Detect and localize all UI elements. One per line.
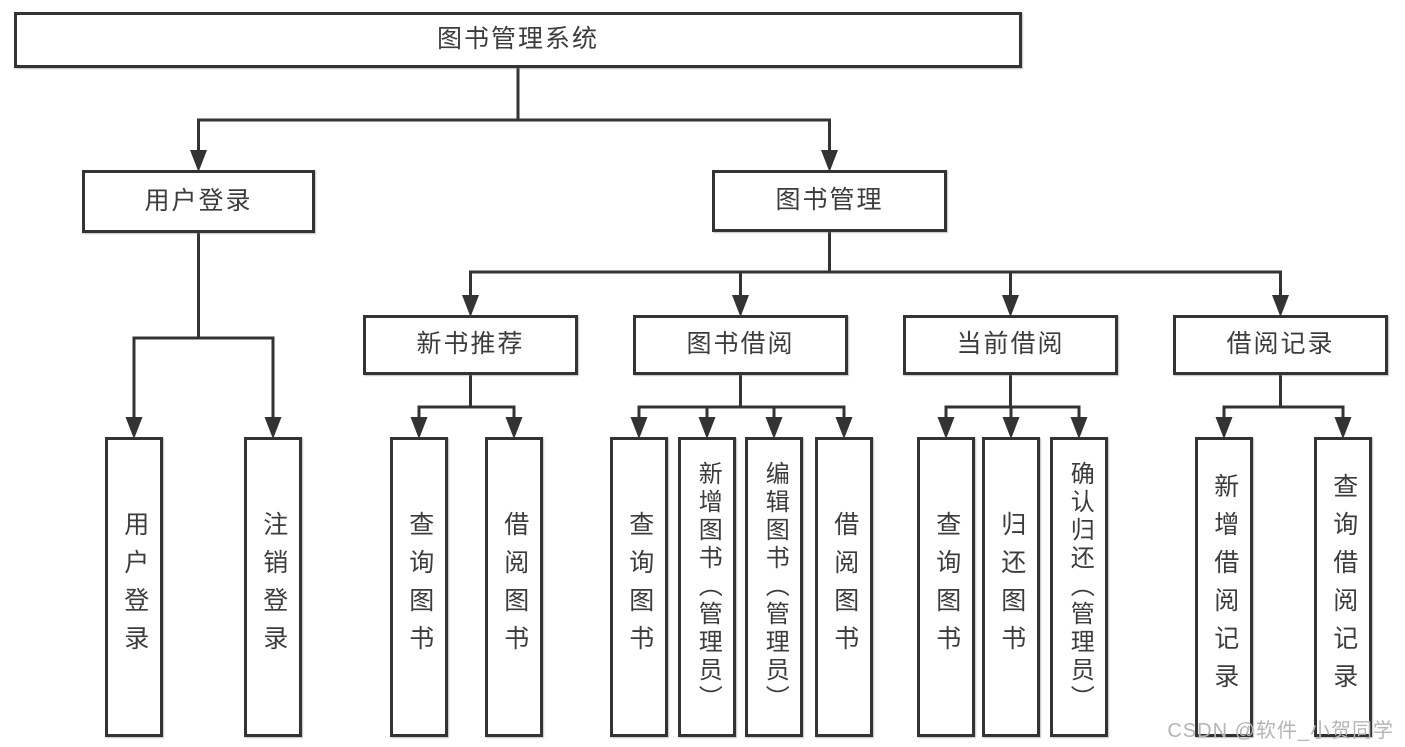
arrowhead-icon (698, 417, 716, 439)
arrowhead-icon (410, 417, 428, 439)
node-label-leaf-logout: 注销登录 (259, 511, 288, 663)
node-label-leaf-query-books-borrow: 查询图书 (625, 511, 654, 663)
node-leaf-return-books: 归还图书 (982, 437, 1040, 737)
node-label-leaf-borrow-books-rec: 借阅图书 (500, 511, 529, 663)
arrowhead-icon (765, 417, 783, 439)
node-user-login: 用户登录 (82, 170, 315, 233)
node-leaf-user-login: 用户登录 (105, 437, 163, 737)
node-leaf-confirm-return-admin: 确认归还（管理员） (1050, 437, 1108, 737)
arrowhead-icon (1002, 295, 1019, 317)
arrowhead-icon (937, 417, 955, 439)
node-label-book-management: 图书管理 (775, 186, 884, 215)
node-label-user-login: 用户登录 (144, 186, 253, 215)
arrowhead-icon (462, 295, 479, 317)
node-new-book-recommend: 新书推荐 (363, 315, 578, 375)
arrowhead-icon (190, 150, 207, 172)
arrowhead-icon (1002, 417, 1020, 439)
watermark-text: CSDN @软件_小贺同学 (1167, 720, 1394, 742)
arrowhead-icon (125, 417, 143, 439)
node-leaf-add-books-admin: 新增图书（管理员） (678, 437, 736, 737)
arrowhead-icon (630, 417, 648, 439)
node-label-leaf-edit-books-admin: 编辑图书（管理员） (761, 461, 789, 713)
node-current-borrowing: 当前借阅 (903, 315, 1118, 375)
node-borrowing-records: 借阅记录 (1173, 315, 1388, 375)
arrowhead-icon (835, 417, 853, 439)
node-label-leaf-add-books-admin: 新增图书（管理员） (694, 461, 722, 713)
node-label-leaf-confirm-return-admin: 确认归还（管理员） (1066, 461, 1094, 713)
node-leaf-logout: 注销登录 (244, 437, 302, 737)
node-label-leaf-user-login: 用户登录 (120, 511, 149, 663)
node-label-leaf-return-books: 归还图书 (997, 511, 1026, 663)
node-leaf-borrow-books: 借阅图书 (815, 437, 873, 737)
node-label-leaf-query-books-rec: 查询图书 (405, 511, 434, 663)
arrowhead-icon (1334, 417, 1352, 439)
node-leaf-query-books-current: 查询图书 (917, 437, 975, 737)
node-leaf-add-borrow-record: 新增借阅记录 (1195, 437, 1253, 737)
node-leaf-query-books-borrow: 查询图书 (610, 437, 668, 737)
node-label-leaf-add-borrow-record: 新增借阅记录 (1210, 473, 1239, 701)
node-label-book-borrowing: 图书借阅 (686, 330, 795, 359)
node-book-borrowing: 图书借阅 (633, 315, 848, 375)
node-label-new-book-recommend: 新书推荐 (416, 330, 525, 359)
node-leaf-query-borrow-record: 查询借阅记录 (1314, 437, 1372, 737)
arrowhead-icon (1215, 417, 1233, 439)
arrowhead-icon (1272, 295, 1289, 317)
node-label-leaf-borrow-books: 借阅图书 (830, 511, 859, 663)
arrowhead-icon (732, 295, 749, 317)
node-label-root: 图书管理系统 (436, 25, 599, 54)
node-leaf-query-books-rec: 查询图书 (390, 437, 448, 737)
arrowhead-icon (505, 417, 523, 439)
node-label-borrowing-records: 借阅记录 (1226, 330, 1335, 359)
node-leaf-edit-books-admin: 编辑图书（管理员） (745, 437, 803, 737)
node-label-current-borrowing: 当前借阅 (956, 330, 1065, 359)
node-book-management: 图书管理 (712, 170, 947, 232)
node-label-leaf-query-borrow-record: 查询借阅记录 (1329, 473, 1358, 701)
node-leaf-borrow-books-rec: 借阅图书 (485, 437, 543, 737)
arrowhead-icon (264, 417, 282, 439)
node-root: 图书管理系统 (14, 12, 1022, 68)
arrowhead-icon (821, 150, 838, 172)
arrowhead-icon (1070, 417, 1088, 439)
node-label-leaf-query-books-current: 查询图书 (932, 511, 961, 663)
